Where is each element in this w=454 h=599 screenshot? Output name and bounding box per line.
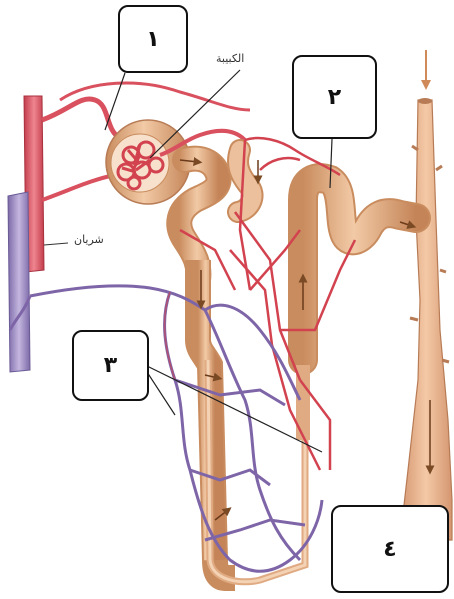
label-box-3: ٣ xyxy=(72,330,149,401)
artery-pointer xyxy=(44,243,68,245)
glomerulus-label: الكبيبة xyxy=(216,52,244,65)
distal-tubule xyxy=(303,178,416,360)
label-box-2: ٢ xyxy=(292,55,377,139)
vein xyxy=(8,192,30,372)
label-box-4: ٤ xyxy=(331,505,449,593)
artery-label: شريان xyxy=(74,233,104,246)
collecting-duct xyxy=(400,50,452,540)
label-box-1: ١ xyxy=(118,5,188,73)
